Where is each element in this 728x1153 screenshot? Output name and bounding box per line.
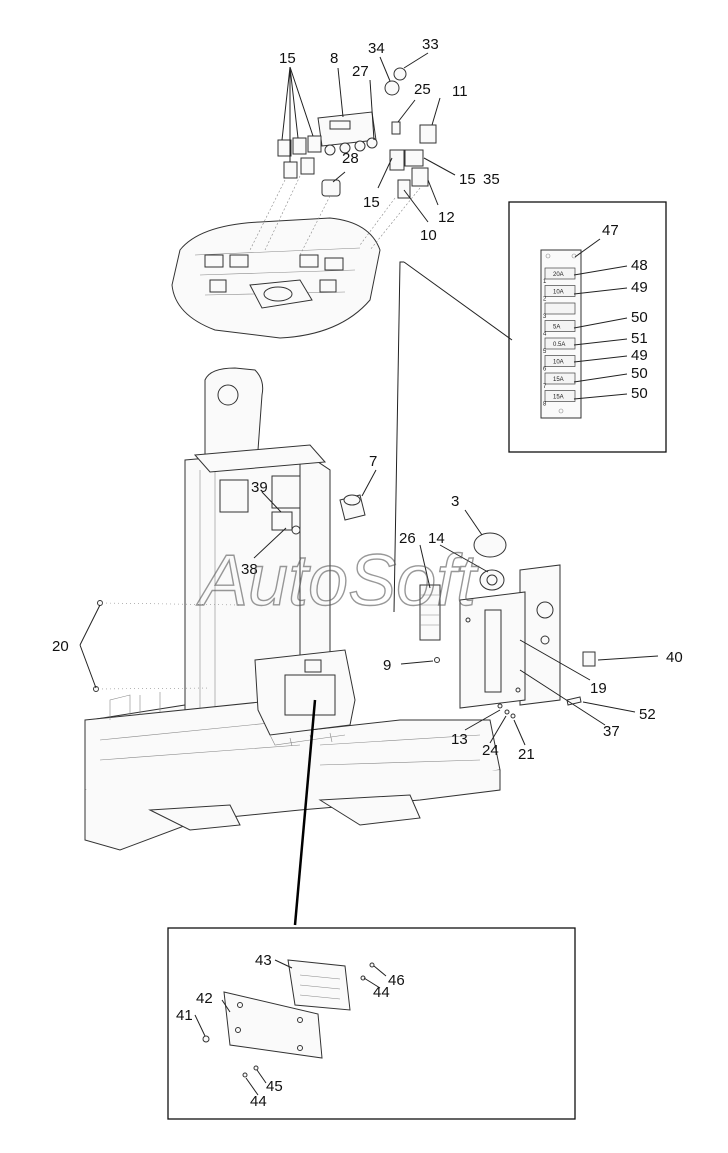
callout-46: 46 [388, 972, 405, 989]
callout-50: 50 [631, 365, 648, 382]
callout-8: 8 [330, 50, 338, 67]
callout-49: 49 [631, 347, 648, 364]
callout-44: 44 [373, 984, 390, 1001]
callout-40: 40 [666, 649, 683, 666]
callout-20: 20 [52, 638, 69, 655]
callout-13: 13 [451, 731, 468, 748]
callout-26: 26 [399, 530, 416, 547]
fuse-number-label: 7 [543, 384, 547, 390]
callout-34: 34 [368, 40, 385, 57]
fuse-row: 15A 8 [543, 390, 576, 408]
fuse-rating-label: 20A [553, 272, 564, 278]
fuse-rating-label: 10A [553, 290, 564, 296]
callout-3: 3 [451, 493, 459, 510]
watermark-logo: AutoSoft [196, 541, 479, 621]
callout-35: 35 [483, 171, 500, 188]
callout-15: 15 [459, 171, 476, 188]
callout-42: 42 [196, 990, 213, 1007]
fuse-box-detail-panel [508, 201, 667, 453]
leader-lines [79, 52, 659, 1096]
fuse-number-label: 6 [543, 367, 547, 373]
fuse-number-label: 5 [543, 349, 547, 355]
callout-51: 51 [631, 330, 648, 347]
callout-15: 15 [363, 194, 380, 211]
callout-12: 12 [438, 209, 455, 226]
fuse-rating-label: 10A [553, 360, 564, 366]
callout-33: 33 [422, 36, 439, 53]
fuse-row: 10A 2 [543, 285, 576, 303]
fuse-rating-label: 15A [553, 377, 564, 383]
callout-28: 28 [342, 150, 359, 167]
callout-24: 24 [482, 742, 499, 759]
callout-19: 19 [590, 680, 607, 697]
callout-50: 50 [631, 385, 648, 402]
fuse-slot [544, 372, 576, 385]
callout-47: 47 [602, 222, 619, 239]
callout-9: 9 [383, 657, 391, 674]
fuse-number-label: 8 [543, 402, 547, 408]
fuse-slot [544, 285, 576, 297]
callout-52: 52 [639, 706, 656, 723]
callout-49: 49 [631, 279, 648, 296]
fuse-slot [544, 390, 576, 402]
fuse-rating-label: 5A [553, 325, 560, 331]
fuse-row: 10A 6 [543, 355, 576, 373]
callout-39: 39 [251, 479, 268, 496]
fuse-rating-label: 0.5A [553, 342, 565, 348]
fuse-number-label: 4 [543, 332, 547, 338]
fuse-number-label: 3 [543, 314, 547, 320]
fuse-slot [544, 320, 576, 332]
fuse-slot [544, 337, 576, 350]
fuse-row: 3 [543, 302, 576, 320]
ecu-detail-panel [167, 927, 576, 1120]
callout-21: 21 [518, 746, 535, 763]
fuse-slot [544, 302, 576, 315]
fuse-row: 20A 1 [543, 267, 576, 285]
callout-43: 43 [255, 952, 272, 969]
callout-14: 14 [428, 530, 445, 547]
fuse-number-label: 2 [543, 297, 547, 303]
callout-7: 7 [369, 453, 377, 470]
callout-38: 38 [241, 561, 258, 578]
fuse-row: 5A 4 [543, 320, 576, 338]
callout-37: 37 [603, 723, 620, 740]
fuse-slot [544, 355, 576, 367]
fuse-rating-label: 15A [553, 395, 564, 401]
callout-44: 44 [250, 1093, 267, 1110]
callout-45: 45 [266, 1078, 283, 1095]
callout-50: 50 [631, 309, 648, 326]
fuse-row: 0.5A 5 [543, 337, 576, 355]
fuse-list: 20A 1 10A 2 3 5A 4 0.5A 5 10A 6 15A 7 15A 8 [543, 267, 576, 408]
callout-27: 27 [352, 63, 369, 80]
fuse-row: 15A 7 [543, 372, 576, 390]
callout-41: 41 [176, 1007, 193, 1024]
callout-11: 11 [452, 83, 468, 100]
fuse-slot [544, 267, 576, 280]
callout-48: 48 [631, 257, 648, 274]
fuse-number-label: 1 [543, 279, 547, 285]
frame-assembly [84, 367, 596, 851]
callout-10: 10 [420, 227, 437, 244]
callout-25: 25 [414, 81, 431, 98]
callout-labels: 15 8 34 33 27 25 11 28 15 15 35 12 10 47… [52, 36, 683, 1110]
dashboard-assembly [171, 67, 437, 339]
callout-15: 15 [279, 50, 296, 67]
